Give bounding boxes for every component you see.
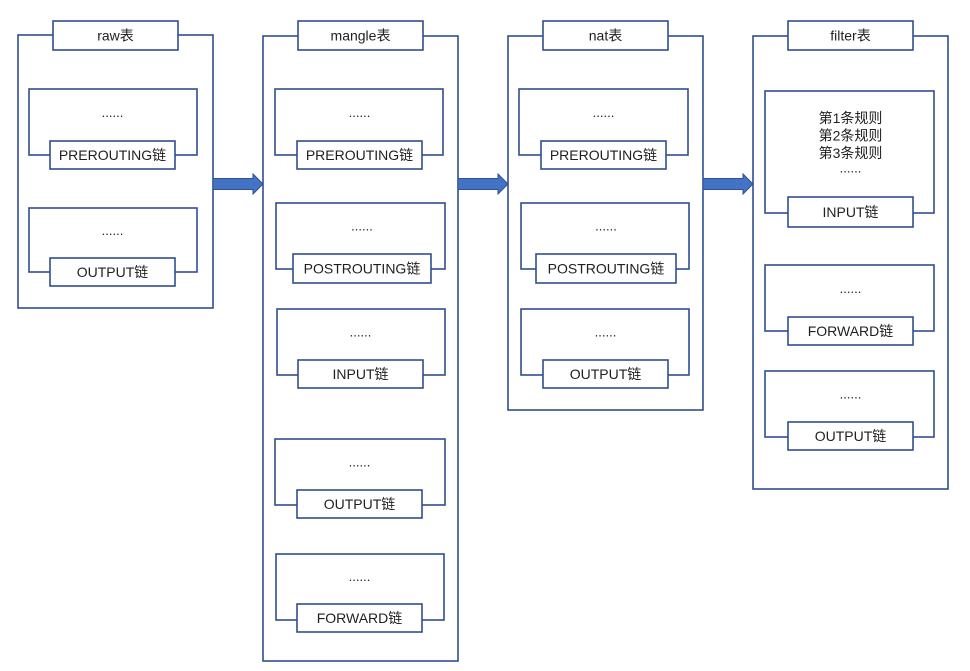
chain-label-box (296, 140, 423, 170)
rule-ellipsis: ...... (349, 455, 371, 470)
table-mangle: ...... PREROUTING链...... POSTROUTING链.....… (262, 20, 459, 662)
chain-prerouting: ...... PREROUTING链 (274, 88, 444, 170)
table-nat: ...... PREROUTING链...... POSTROUTING链.....… (507, 20, 704, 411)
chain-label: PREROUTING链 (550, 147, 657, 163)
rule-ellipsis: ...... (840, 281, 862, 296)
chain-forward: ...... FORWARD链 (275, 553, 445, 633)
rule-text: 第1条规则 (819, 110, 883, 126)
rule-ellipsis: ...... (840, 160, 862, 175)
table-title-box (542, 20, 669, 51)
chain-label-box (49, 140, 176, 170)
chain-label: POSTROUTING链 (548, 261, 665, 277)
chain-label: INPUT链 (333, 366, 389, 382)
chain-label: PREROUTING链 (306, 147, 413, 163)
table-title-box (787, 20, 914, 51)
chain-output: ...... OUTPUT链 (274, 438, 446, 519)
tables-layer: ...... PREROUTING链...... OUTPUT链 raw表......… (17, 20, 949, 662)
rule-ellipsis: ...... (102, 223, 124, 238)
rule-ellipsis: ...... (350, 325, 372, 340)
table-title-box (52, 20, 179, 51)
chain-label: FORWARD链 (317, 610, 403, 626)
chain-label-box (535, 253, 677, 284)
rule-ellipsis: ...... (593, 105, 615, 120)
rule-ellipsis: ...... (595, 325, 617, 340)
rule-ellipsis: ...... (351, 219, 373, 234)
table-title: filter表 (830, 28, 870, 44)
rule-text: 第2条规则 (819, 127, 883, 143)
chain-prerouting: ...... PREROUTING链 (28, 88, 198, 170)
chain-prerouting: ...... PREROUTING链 (518, 88, 689, 170)
table-raw: ...... PREROUTING链...... OUTPUT链 raw表 (17, 20, 214, 309)
chain-label: OUTPUT链 (324, 496, 396, 512)
chain-label: OUTPUT链 (570, 366, 642, 382)
chain-postrouting: ...... POSTROUTING链 (520, 202, 690, 284)
chain-label-box (297, 359, 424, 389)
chain-output: ...... OUTPUT链 (28, 207, 198, 287)
chain-label: FORWARD链 (808, 323, 894, 339)
chain-label-box (296, 603, 423, 633)
chain-label-box (296, 489, 423, 519)
rule-ellipsis: ...... (349, 105, 371, 120)
rule-ellipsis: ...... (102, 105, 124, 120)
table-title-box (297, 20, 424, 51)
chain-label-box (292, 253, 432, 284)
table-frame (752, 35, 949, 490)
chain-input: ...... INPUT链 (276, 308, 446, 389)
flow-arrow (212, 172, 264, 196)
table-title: nat表 (589, 28, 622, 44)
chain-label: OUTPUT链 (815, 428, 887, 444)
table-title: mangle表 (331, 28, 391, 44)
flow-arrow (702, 172, 754, 196)
table-title: raw表 (97, 28, 134, 44)
chain-label-box (540, 140, 667, 170)
chain-output: ...... OUTPUT链 (764, 370, 935, 451)
arrows-layer (212, 172, 754, 196)
chain-label: POSTROUTING链 (304, 261, 421, 277)
chain-label-box (787, 316, 914, 346)
chain-label: INPUT链 (823, 204, 879, 220)
chain-label: OUTPUT链 (77, 264, 149, 280)
chain-label-box (542, 359, 669, 389)
chain-label-box (787, 196, 914, 228)
chain-label: PREROUTING链 (59, 147, 166, 163)
rule-ellipsis: ...... (595, 219, 617, 234)
rule-text: 第3条规则 (819, 145, 883, 161)
flow-arrow (457, 172, 509, 196)
table-frame (262, 35, 459, 662)
chain-label-box (787, 421, 914, 451)
chain-postrouting: ...... POSTROUTING链 (275, 202, 446, 284)
chain-output: ...... OUTPUT链 (520, 308, 690, 389)
chain-forward: ...... FORWARD链 (764, 264, 935, 346)
rule-ellipsis: ...... (840, 387, 862, 402)
chain-label-box (49, 257, 176, 287)
rule-ellipsis: ...... (349, 569, 371, 584)
